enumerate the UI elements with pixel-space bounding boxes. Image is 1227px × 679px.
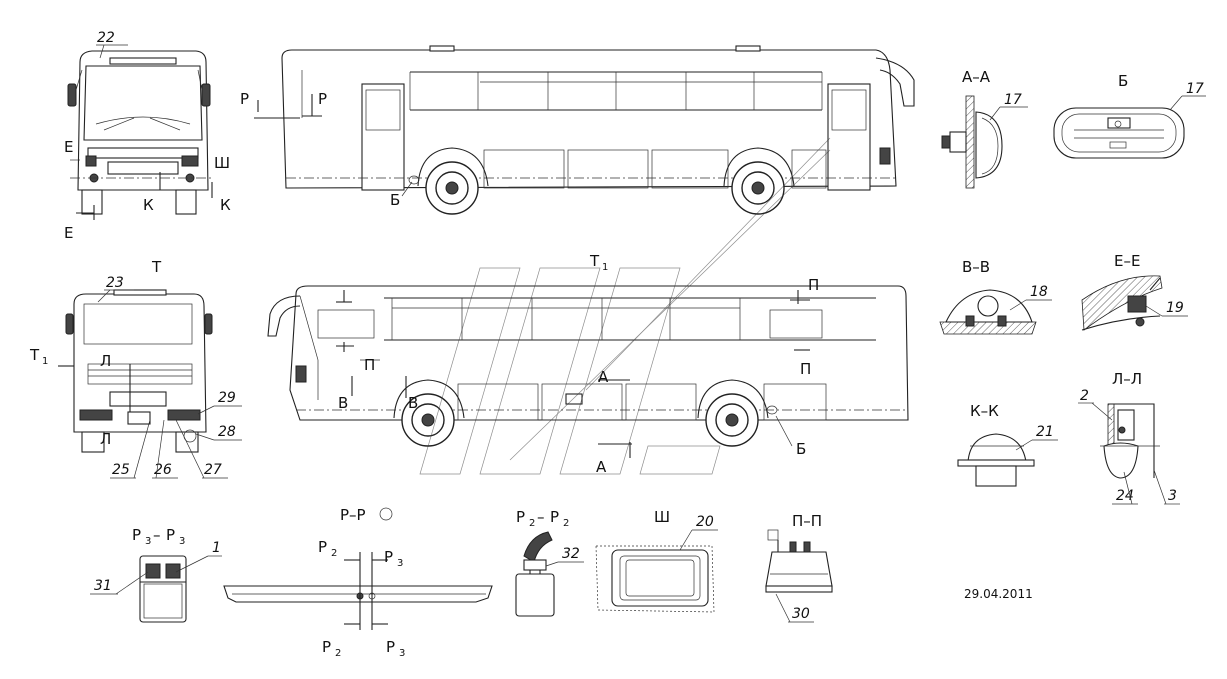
callout-3: 3: [1168, 488, 1177, 504]
section-label-l-lower: Л: [100, 430, 111, 448]
section-label-p-mid: П: [364, 356, 375, 374]
section-label-r3-bottom: Р: [386, 638, 395, 656]
section-title-r2r2-b: Р: [550, 508, 559, 526]
view-label-t1-subscript: 1: [42, 356, 48, 367]
callout-1: 1: [212, 540, 221, 556]
callout-17-aa: 17: [1004, 92, 1022, 108]
section-ee-drawing: [1081, 275, 1163, 331]
bus-front-view: [67, 50, 214, 220]
section-label-r2-bottom-sub: 2: [335, 648, 341, 659]
section-label-p-right: П: [800, 360, 811, 378]
section-label-a-top: А: [598, 368, 609, 386]
section-rr-drawing: [223, 552, 493, 630]
projection-guides: [419, 137, 831, 475]
callout-29: 29: [218, 390, 236, 406]
view-title-t: Т: [151, 258, 162, 276]
section-label-a-bottom: А: [596, 458, 607, 476]
section-label-r3-top-sub: 3: [397, 558, 403, 569]
section-vv-drawing: [939, 289, 1037, 335]
section-label-l-upper: Л: [100, 352, 111, 370]
section-label-r2-top: Р: [318, 538, 327, 556]
view-title-t1: Т: [589, 252, 600, 270]
section-label-e-top: Е: [64, 138, 73, 156]
bus-side-view-top: [254, 45, 915, 215]
callout-22: 22: [97, 30, 115, 46]
section-label-r-right: Р: [318, 90, 327, 108]
section-title-r2r2-a: Р: [516, 508, 525, 526]
callout-23: 23: [106, 275, 124, 291]
section-title-vv: В–В: [962, 258, 990, 276]
section-title-ee: Е–Е: [1114, 252, 1140, 270]
section-label-r-left: Р: [240, 90, 249, 108]
section-title-r3r3-a-sub: 3: [145, 536, 151, 547]
section-ll-drawing: [1100, 403, 1160, 479]
callout-25: 25: [112, 462, 130, 478]
section-pp-drawing: [765, 529, 833, 593]
section-label-v-left: В: [338, 394, 348, 412]
section-label-p-top: П: [808, 276, 819, 294]
callout-20: 20: [696, 514, 714, 530]
section-title-pp: П–П: [792, 512, 822, 530]
section-title-rr: Р–Р: [340, 506, 366, 524]
callout-28: 28: [218, 424, 236, 440]
bus-rear-view: [58, 289, 213, 453]
callout-30: 30: [792, 606, 810, 622]
section-label-sh-front: Ш: [214, 154, 230, 172]
section-title-ll: Л–Л: [1112, 370, 1142, 388]
view-label-b-top: Б: [390, 191, 400, 209]
section-title-r3r3-a: Р: [132, 526, 141, 544]
section-sh-drawing: [595, 545, 715, 613]
section-title-r2r2-sep: –: [537, 508, 545, 526]
section-title-kk: К–К: [970, 402, 999, 420]
section-label-r3-top: Р: [384, 548, 393, 566]
callout-32: 32: [562, 546, 580, 562]
callout-26: 26: [154, 462, 172, 478]
section-label-r2-bottom: Р: [322, 638, 331, 656]
callout-31: 31: [94, 578, 112, 594]
section-label-k-left: К: [143, 196, 154, 214]
callout-2: 2: [1080, 388, 1089, 404]
section-title-r3r3-b: Р: [166, 526, 175, 544]
callout-24: 24: [1116, 488, 1134, 504]
section-r2r2-drawing: [515, 531, 555, 617]
callout-19: 19: [1166, 300, 1184, 316]
view-label-b-bottom: Б: [796, 440, 806, 458]
section-title-sh: Ш: [654, 508, 670, 526]
callout-27: 27: [204, 462, 222, 478]
section-label-v-right: В: [408, 394, 418, 412]
section-title-r2r2-a-sub: 2: [529, 518, 535, 529]
callout-21: 21: [1036, 424, 1054, 440]
section-label-e-bottom: Е: [64, 224, 73, 242]
drawing-date: 29.04.2011: [964, 587, 1033, 601]
view-title-b: Б: [1118, 72, 1128, 90]
view-label-t1: Т: [29, 346, 40, 364]
section-r3r3-drawing: [139, 555, 187, 623]
section-label-r3-bottom-sub: 3: [399, 648, 405, 659]
section-label-r2-top-sub: 2: [331, 548, 337, 559]
callout-18: 18: [1030, 284, 1048, 300]
section-title-aa: А–А: [962, 68, 991, 86]
section-kk-drawing: [957, 433, 1035, 487]
view-title-t1-subscript: 1: [602, 262, 608, 273]
view-b-lamp: [1053, 107, 1185, 159]
section-title-r2r2-b-sub: 2: [563, 518, 569, 529]
section-title-r3r3-b-sub: 3: [179, 536, 185, 547]
section-title-r3r3-sep: –: [153, 526, 161, 544]
section-aa-drawing: [941, 95, 1003, 189]
section-label-k-right: К: [220, 196, 231, 214]
callout-17-b: 17: [1186, 81, 1204, 97]
